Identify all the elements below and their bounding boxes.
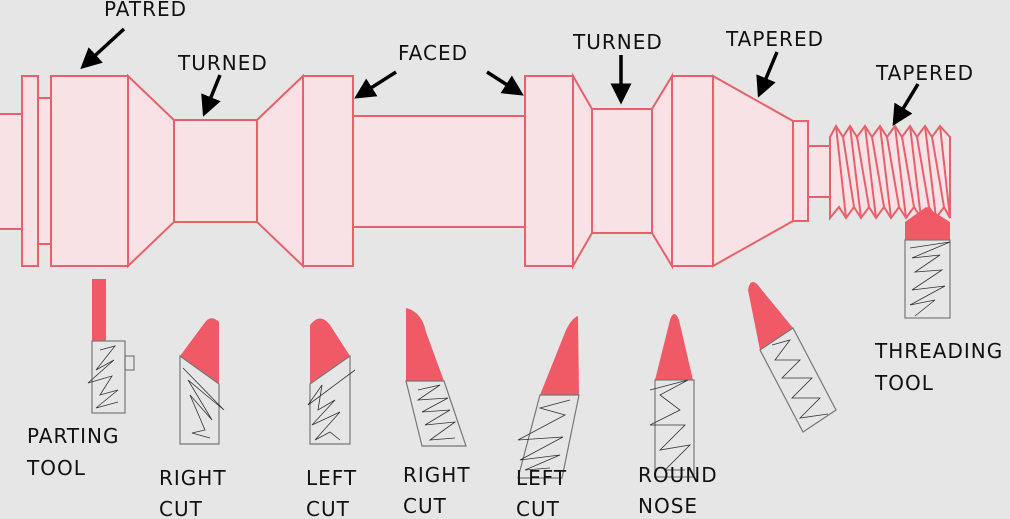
label-turned-2: TURNED xyxy=(572,30,663,105)
right-cut-1-label-1: RIGHT xyxy=(159,466,227,490)
scribble xyxy=(182,367,225,439)
turned-section-1 xyxy=(173,119,258,223)
right-cut-2-label-1: RIGHT xyxy=(403,463,471,487)
cone-3 xyxy=(572,72,593,270)
tool-shank xyxy=(405,380,467,447)
neck-1 xyxy=(37,97,52,245)
right-cut-1-label-2: CUT xyxy=(159,497,203,519)
tool-tip xyxy=(406,308,444,381)
left-cut-tool-2: LEFT CUT xyxy=(516,316,580,519)
turned-section-2 xyxy=(591,108,653,234)
label-parted-text: PATRED xyxy=(104,0,187,21)
tool-tip xyxy=(655,314,693,380)
label-tapered-2: TAPERED xyxy=(875,61,974,126)
threaded-section xyxy=(829,124,951,221)
angled-tool xyxy=(748,282,837,433)
flange-1 xyxy=(21,75,39,267)
round-nose-label-2: NOSE xyxy=(638,494,698,518)
parting-tool: PARTING TOOL xyxy=(26,279,135,480)
arrow-icon xyxy=(201,74,222,117)
right-cut-tool-1: RIGHT CUT xyxy=(159,318,227,519)
label-faced: FACED xyxy=(354,41,524,99)
left-cut-2-label-2: CUT xyxy=(516,497,560,519)
tool-shank xyxy=(517,394,580,479)
tool-shank xyxy=(904,239,951,319)
label-parted: PATRED xyxy=(80,0,187,70)
scribble xyxy=(909,241,951,317)
round-nose-label-1: ROUND xyxy=(638,463,718,487)
label-turned-1: TURNED xyxy=(177,51,268,117)
block-1 xyxy=(50,75,129,267)
workpiece xyxy=(0,72,951,270)
block-3 xyxy=(524,75,574,267)
cone-1 xyxy=(127,73,175,269)
tool-tip xyxy=(748,282,793,350)
parting-label-1: PARTING xyxy=(27,424,119,448)
label-tapered-2-text: TAPERED xyxy=(875,61,974,85)
taper-section xyxy=(712,74,794,268)
left-shaft xyxy=(0,113,23,230)
scribble xyxy=(649,379,692,471)
tool-shank xyxy=(654,379,695,478)
tool-tab xyxy=(124,355,135,371)
threading-tool: THREADING TOOL xyxy=(874,207,1003,395)
label-turned-2-text: TURNED xyxy=(572,30,663,54)
scribble xyxy=(771,339,829,419)
tool-tip xyxy=(310,318,350,384)
tool-shank xyxy=(759,327,837,433)
parting-label-2: TOOL xyxy=(26,456,86,480)
tool-tip xyxy=(92,279,106,341)
scribble xyxy=(517,399,571,471)
arrow-icon xyxy=(486,70,524,96)
arrow-icon xyxy=(80,27,126,70)
arrow-icon xyxy=(354,70,397,99)
left-cut-1-label-2: CUT xyxy=(306,497,350,519)
left-cut-1-label-1: LEFT xyxy=(306,466,357,490)
label-tapered-1: TAPERED xyxy=(725,27,824,98)
middle-shaft xyxy=(352,115,526,228)
neck-2 xyxy=(807,145,831,198)
threading-label-1: THREADING xyxy=(874,339,1003,363)
left-cut-tool-1: LEFT CUT xyxy=(306,318,357,519)
block-4 xyxy=(671,75,714,267)
left-cut-2-label-1: LEFT xyxy=(516,466,567,490)
arrow-icon xyxy=(756,51,779,98)
threading-label-2: TOOL xyxy=(874,371,934,395)
tool-tip xyxy=(905,207,950,240)
block-2 xyxy=(302,75,354,267)
tool-shank xyxy=(91,340,126,414)
scribble xyxy=(87,345,119,409)
label-tapered-1-text: TAPERED xyxy=(725,27,824,51)
arrow-icon xyxy=(892,83,920,126)
label-faced-text: FACED xyxy=(398,41,468,65)
scribble xyxy=(416,384,457,441)
right-cut-tool-2: RIGHT CUT xyxy=(403,308,471,518)
tool-shank xyxy=(179,354,220,445)
round-nose-tool: ROUND NOSE xyxy=(638,314,718,518)
tool-tip xyxy=(540,316,579,395)
cone-4 xyxy=(651,72,673,270)
cone-2 xyxy=(256,73,304,269)
scribble xyxy=(307,369,356,441)
right-cut-2-label-2: CUT xyxy=(403,494,447,518)
tool-tip xyxy=(180,318,219,384)
collar xyxy=(792,120,809,222)
tool-shank xyxy=(309,354,351,445)
label-turned-1-text: TURNED xyxy=(177,51,268,75)
